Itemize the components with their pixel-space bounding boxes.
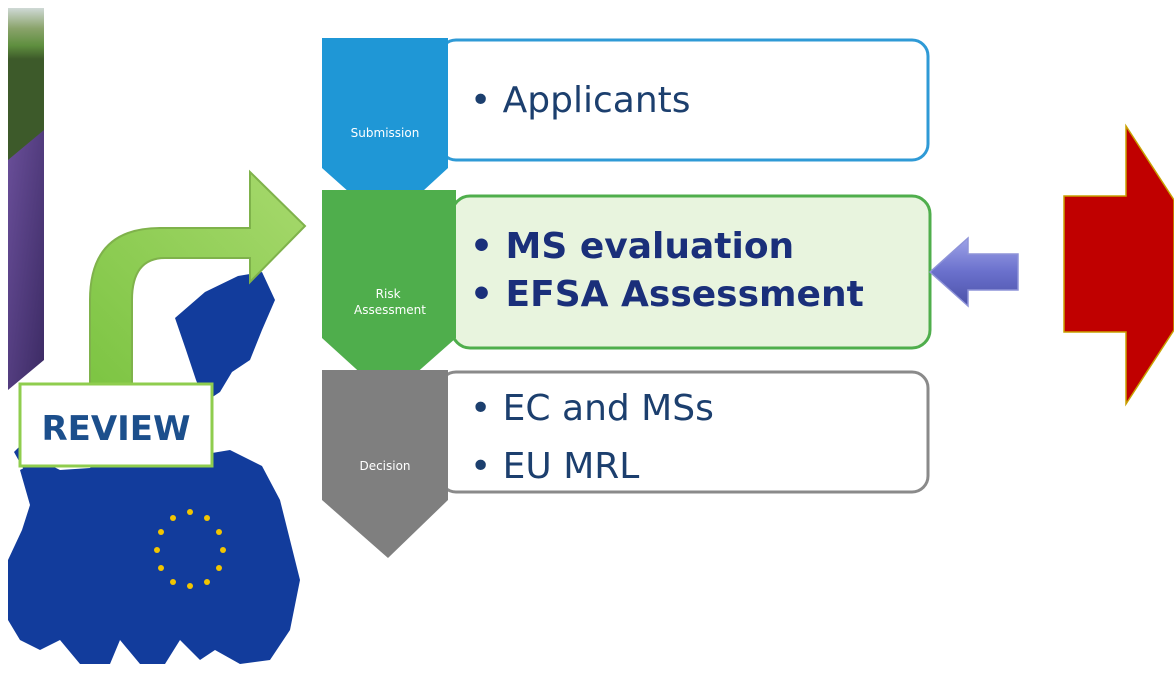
stage-submission-chevron — [322, 38, 448, 225]
stage-risk-assessment: Risk Assessment • MS evaluation • EFSA A… — [322, 190, 932, 398]
input-arrow — [928, 236, 1019, 308]
stage-risk-bullet-1: • MS evaluation — [470, 226, 794, 267]
review-label: REVIEW — [41, 409, 190, 449]
stage-decision-bullet-2: • EU MRL — [470, 446, 639, 487]
review-label-box: REVIEW — [18, 382, 214, 468]
output-arrow — [1063, 123, 1174, 407]
stage-risk-bullet-2: • EFSA Assessment — [470, 274, 864, 315]
eu-map — [8, 272, 300, 664]
stage-submission: Submission • Applicants — [322, 38, 930, 225]
stage-decision-bullet-1: • EC and MSs — [470, 388, 714, 429]
stage-risk-chevron — [322, 190, 456, 398]
stage-risk-label: Risk Assessment — [354, 287, 426, 317]
stage-decision-chevron — [322, 370, 448, 558]
stage-decision-label: Decision — [359, 459, 410, 473]
stage-submission-label: Submission — [351, 126, 420, 140]
eu-stars — [154, 509, 226, 589]
stage-decision: Decision • EC and MSs • EU MRL — [322, 370, 930, 558]
stage-submission-bullet-1: • Applicants — [470, 80, 691, 121]
photo-strip — [8, 8, 44, 390]
stage-risk-box — [450, 194, 932, 350]
review-arrow — [89, 169, 307, 393]
